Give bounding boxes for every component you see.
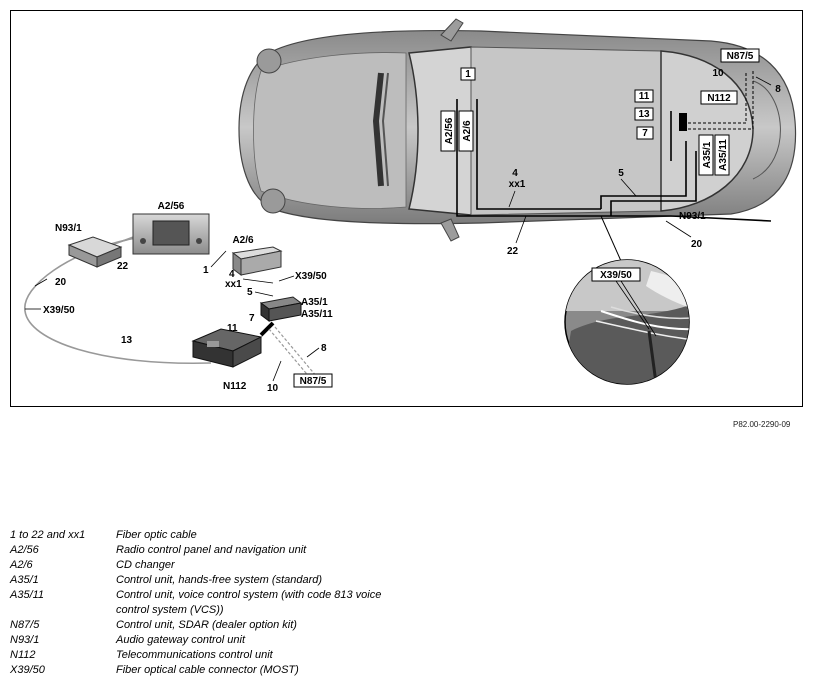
unit-n93-1 (67, 236, 123, 268)
label-10: 10 (267, 383, 279, 394)
unit-a35-1 (259, 296, 303, 322)
legend-key: A2/6 (10, 559, 33, 571)
legend-desc: Audio gateway control unit (116, 634, 246, 646)
car-n112-marker (679, 113, 687, 131)
legend-desc: CD changer (116, 559, 175, 571)
legend-row: N87/5 Control unit, SDAR (dealer option … (10, 618, 410, 633)
car-sdar-dashed (683, 71, 754, 130)
label-x39-50-left: X39/50 (43, 305, 75, 316)
label-a35-11: A35/11 (301, 309, 333, 320)
car-label-box-13 (634, 107, 654, 121)
car-label-1: 1 (465, 69, 471, 80)
label-8: 8 (321, 343, 327, 354)
car-label-11: 11 (639, 91, 650, 102)
legend-key: X39/50 (10, 664, 45, 676)
label-a35-1: A35/1 (301, 297, 328, 308)
car-label-10: 10 (712, 68, 724, 79)
unit-n112 (191, 328, 263, 368)
unit-a2-56 (132, 213, 210, 255)
car-label-box-n87-5 (720, 48, 760, 63)
legend-desc: Fiber optical cable connector (MOST) (116, 664, 299, 676)
figure-code: P82.00-2290-09 (733, 420, 791, 429)
legend-desc: Radio control panel and navigation unit (116, 544, 307, 556)
car-label-box-a35-1 (698, 134, 714, 176)
legend-key: A2/56 (10, 544, 39, 556)
wiring-diagram: 1 A2/56 A2/6 4 xx1 5 N87/5 10 8 11 N112 … (10, 10, 803, 407)
label-n112: N112 (223, 381, 247, 392)
label-20: 20 (55, 277, 67, 288)
label-7: 7 (249, 313, 255, 324)
car-label-7: 7 (642, 128, 648, 139)
legend-row: A35/11 Control unit, voice control syste… (10, 588, 410, 618)
label-a2-6: A2/6 (232, 235, 254, 246)
label-1: 1 (203, 265, 209, 276)
label-n93-1: N93/1 (55, 223, 82, 234)
diagram-canvas: 1 A2/56 A2/6 4 xx1 5 N87/5 10 8 11 N112 … (24, 18, 797, 394)
label-n87-5: N87/5 (300, 376, 327, 387)
legend-desc: Control unit, hands-free system (standar… (116, 574, 323, 586)
car-top-view (238, 18, 797, 242)
label-5: 5 (247, 287, 253, 298)
legend-key: N93/1 (10, 634, 40, 646)
legend-row: X39/50 Fiber optical cable connector (MO… (10, 663, 410, 678)
sdar-dashed-lines (268, 326, 318, 380)
connector-detail-view: X39/50 (564, 259, 690, 385)
unit-a2-6 (231, 246, 283, 276)
legend-row: A2/6 CD changer (10, 558, 410, 573)
legend-key: N87/5 (10, 619, 40, 631)
car-cable-routing (456, 99, 772, 222)
car-label-xx1: xx1 (509, 179, 526, 190)
detail-label-x39-50: X39/50 (600, 270, 632, 281)
car-label-20: 20 (691, 239, 703, 250)
car-label-a35-11: A35/11 (718, 139, 729, 171)
car-label-a2-6: A2/6 (462, 120, 473, 142)
label-11: 11 (227, 323, 238, 334)
car-label-box-7 (636, 126, 654, 140)
car-label-box-a35-11 (714, 134, 730, 176)
label-x39-50: X39/50 (295, 271, 327, 282)
car-label-a2-56: A2/56 (444, 117, 455, 144)
car-label-box-11 (634, 89, 654, 103)
legend-desc: Control unit, voice control system (with… (116, 589, 382, 616)
car-label-n112: N112 (707, 93, 731, 104)
car-label-8: 8 (775, 84, 781, 95)
label-box-n87-5 (293, 373, 333, 388)
legend: 1 to 22 and xx1 Fiber optic cable A2/56 … (10, 528, 410, 678)
label-a2-56: A2/56 (158, 201, 185, 212)
label-22: 22 (117, 261, 129, 272)
car-label-box-1 (460, 67, 476, 81)
legend-desc: Control unit, SDAR (dealer option kit) (116, 619, 297, 631)
car-label-box-n112 (700, 90, 738, 105)
legend-key: A35/1 (10, 574, 39, 586)
car-label-box-a2-6 (458, 110, 474, 152)
legend-row: N112 Telecommunications control unit (10, 648, 410, 663)
label-4: 4 (229, 269, 235, 280)
legend-row: A2/56 Radio control panel and navigation… (10, 543, 410, 558)
car-label-4: 4 (512, 168, 518, 179)
car-label-a35-1: A35/1 (702, 141, 713, 168)
legend-row: A35/1 Control unit, hands-free system (s… (10, 573, 410, 588)
car-label-5: 5 (618, 168, 624, 179)
legend-desc: Telecommunications control unit (116, 649, 273, 661)
car-label-n87-5: N87/5 (727, 51, 754, 62)
legend-desc: Fiber optic cable (116, 529, 197, 541)
legend-key: 1 to 22 and xx1 (10, 529, 86, 541)
car-label-n93-1: N93/1 (679, 211, 706, 222)
label-xx1: xx1 (225, 279, 242, 290)
label-13: 13 (121, 335, 133, 346)
car-label-13: 13 (638, 109, 650, 120)
legend-row: 1 to 22 and xx1 Fiber optic cable (10, 528, 410, 543)
legend-key: N112 (10, 649, 36, 661)
legend-key: A35/11 (10, 589, 45, 601)
legend-row: N93/1 Audio gateway control unit (10, 633, 410, 648)
car-label-22: 22 (507, 246, 519, 257)
car-label-box-a2-56 (440, 110, 456, 152)
